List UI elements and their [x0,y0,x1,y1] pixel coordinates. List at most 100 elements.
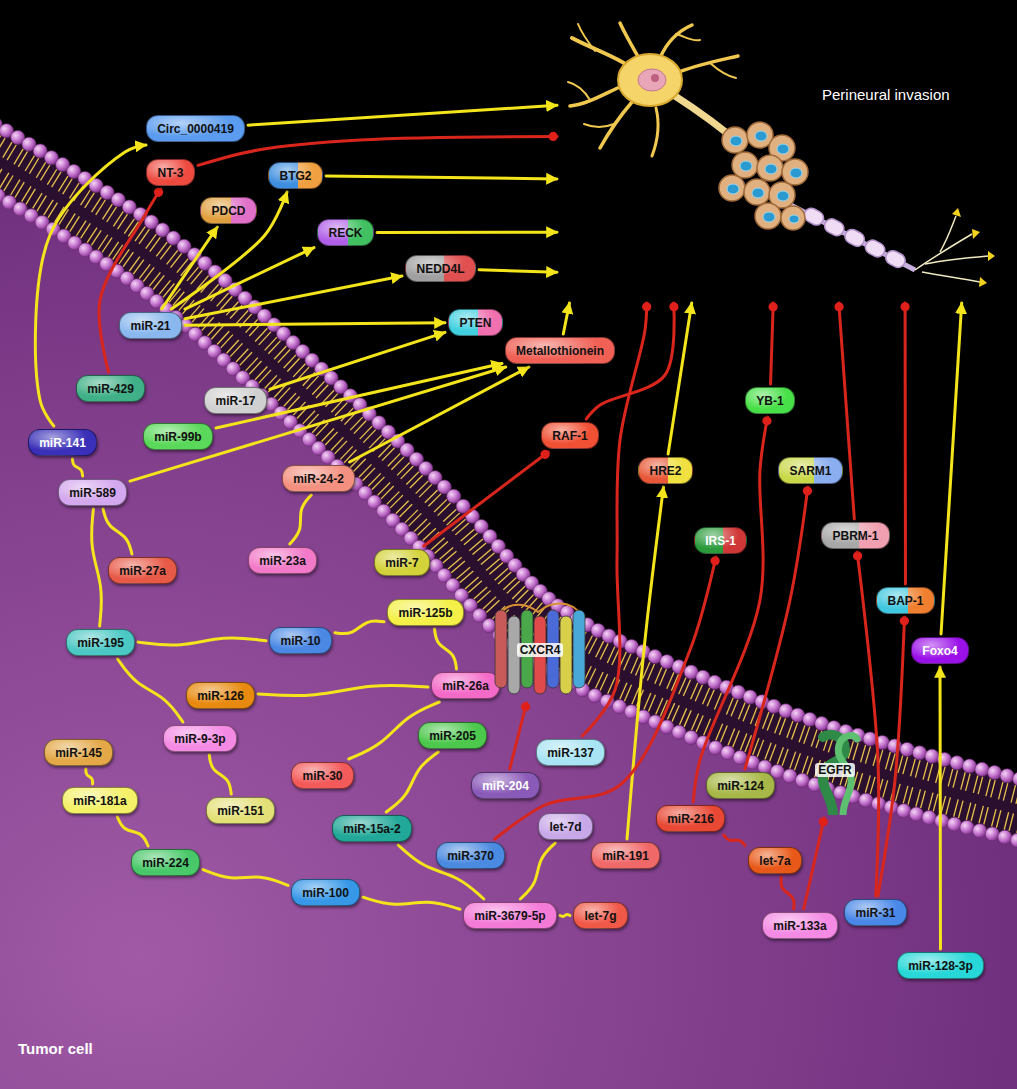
terminal-head [952,208,961,217]
lipid-tail [811,729,817,746]
lipid-tail [293,364,305,377]
lipid-tail [259,332,271,345]
lipid-tail [118,214,128,229]
lipid-tail [287,358,299,371]
node-label: miR-24-2 [293,472,344,486]
lipid-tail [474,587,487,599]
protein-node: PTEN [448,309,503,336]
inhibition-connector [693,417,767,802]
dendrite [600,102,632,148]
promotion-connector [627,487,664,839]
helix-cylinder [573,610,585,688]
terminal-head [988,251,995,261]
mirna-node: miR-27a [108,557,177,584]
node-label: YB-1 [756,394,783,408]
lipid-tail [405,510,418,523]
lipid-tail [418,523,431,536]
lipid-tail [221,335,233,348]
lipid-tail [858,773,863,790]
lipid-tail [720,726,727,743]
lipid-head [960,820,974,834]
node-label: miR-31 [855,906,895,920]
lipid-tail [63,179,72,194]
lipid-tail [354,421,366,434]
lipid-tail [87,228,97,243]
node-label: miR-191 [602,849,649,863]
lipid-tail [921,791,926,808]
promotion-connector [270,332,445,389]
protein-node: IRS-1 [694,527,747,554]
lipid-tail [478,549,492,561]
inhibition-connector [878,617,905,896]
lipid-tail [998,782,1002,799]
myelin-segment [822,216,846,238]
inhibition-connector [804,818,824,909]
lipid-tail [503,577,516,589]
promotion-connector [117,817,148,846]
node-label: miR-7 [385,556,418,570]
nucleus [638,69,666,91]
node-label: miR-30 [302,769,342,783]
lipid-head [1013,772,1017,786]
lipid-tail [495,568,508,580]
node-label: PDCD [211,204,245,218]
lipid-tail [992,809,996,826]
node-label: let-7g [584,909,616,923]
myelin-segment [863,238,887,260]
lipid-tail [770,744,776,761]
lipid-tail [15,182,24,197]
lipid-tails [0,129,1017,837]
lipid-tail [287,396,299,409]
lipid-head [947,817,961,831]
protein-node: Foxo4 [911,637,969,664]
node-label: miR-429 [87,382,134,396]
lipid-tail [928,764,933,781]
node-label: Perineural invasion [822,88,950,102]
lipid-tail [382,448,395,461]
lipid-tail [973,775,978,792]
promotion-connector [520,843,555,899]
node-label: miR-224 [142,856,189,870]
lipid-tail [284,393,296,406]
lipid-tail [123,252,133,267]
dendrite [572,38,632,68]
node-label: HRE2 [649,464,681,478]
lipid-tail [0,138,5,153]
lipid-tail [728,729,735,746]
node-label: SARM1 [789,464,831,478]
promotion-connector [941,303,962,634]
lipid-tail [984,807,988,824]
node-label: Metallothionein [516,344,604,358]
lipid-tail [946,797,951,814]
inhibition-connector [724,835,745,846]
lipid-tail [695,685,702,702]
tumor-cell [722,127,748,153]
mirna-node: miR-137 [536,739,605,766]
lipid-tail [589,638,597,654]
lipid-tail [109,242,119,257]
lipid-tail [498,572,511,584]
lipid-tail [159,280,170,294]
promotion-connector [668,303,692,454]
lipid-tail [255,328,267,341]
node-label: miR-125b [398,606,452,620]
lipid-tail [763,712,769,729]
lipid-head [973,824,987,838]
protein-node: RECK [317,219,374,246]
mirna-node: miR-30 [291,762,354,789]
lipid-tail [81,190,91,205]
lipid-head [897,804,911,818]
lipid-heads [0,117,1017,850]
lipid-tail [486,559,500,571]
lipid-tail [29,158,38,173]
node-label: miR-3679-5p [474,909,545,923]
lipid-tail [236,311,248,324]
lipid-tail [236,349,248,362]
lipid-tail [908,787,913,804]
lipid-head [988,766,1002,780]
lipid-tail [410,475,423,488]
inhibition-connector [582,303,646,736]
lipid-head [998,830,1012,844]
lipid-tail [388,453,401,466]
mirna-node: miR-99b [143,423,213,450]
